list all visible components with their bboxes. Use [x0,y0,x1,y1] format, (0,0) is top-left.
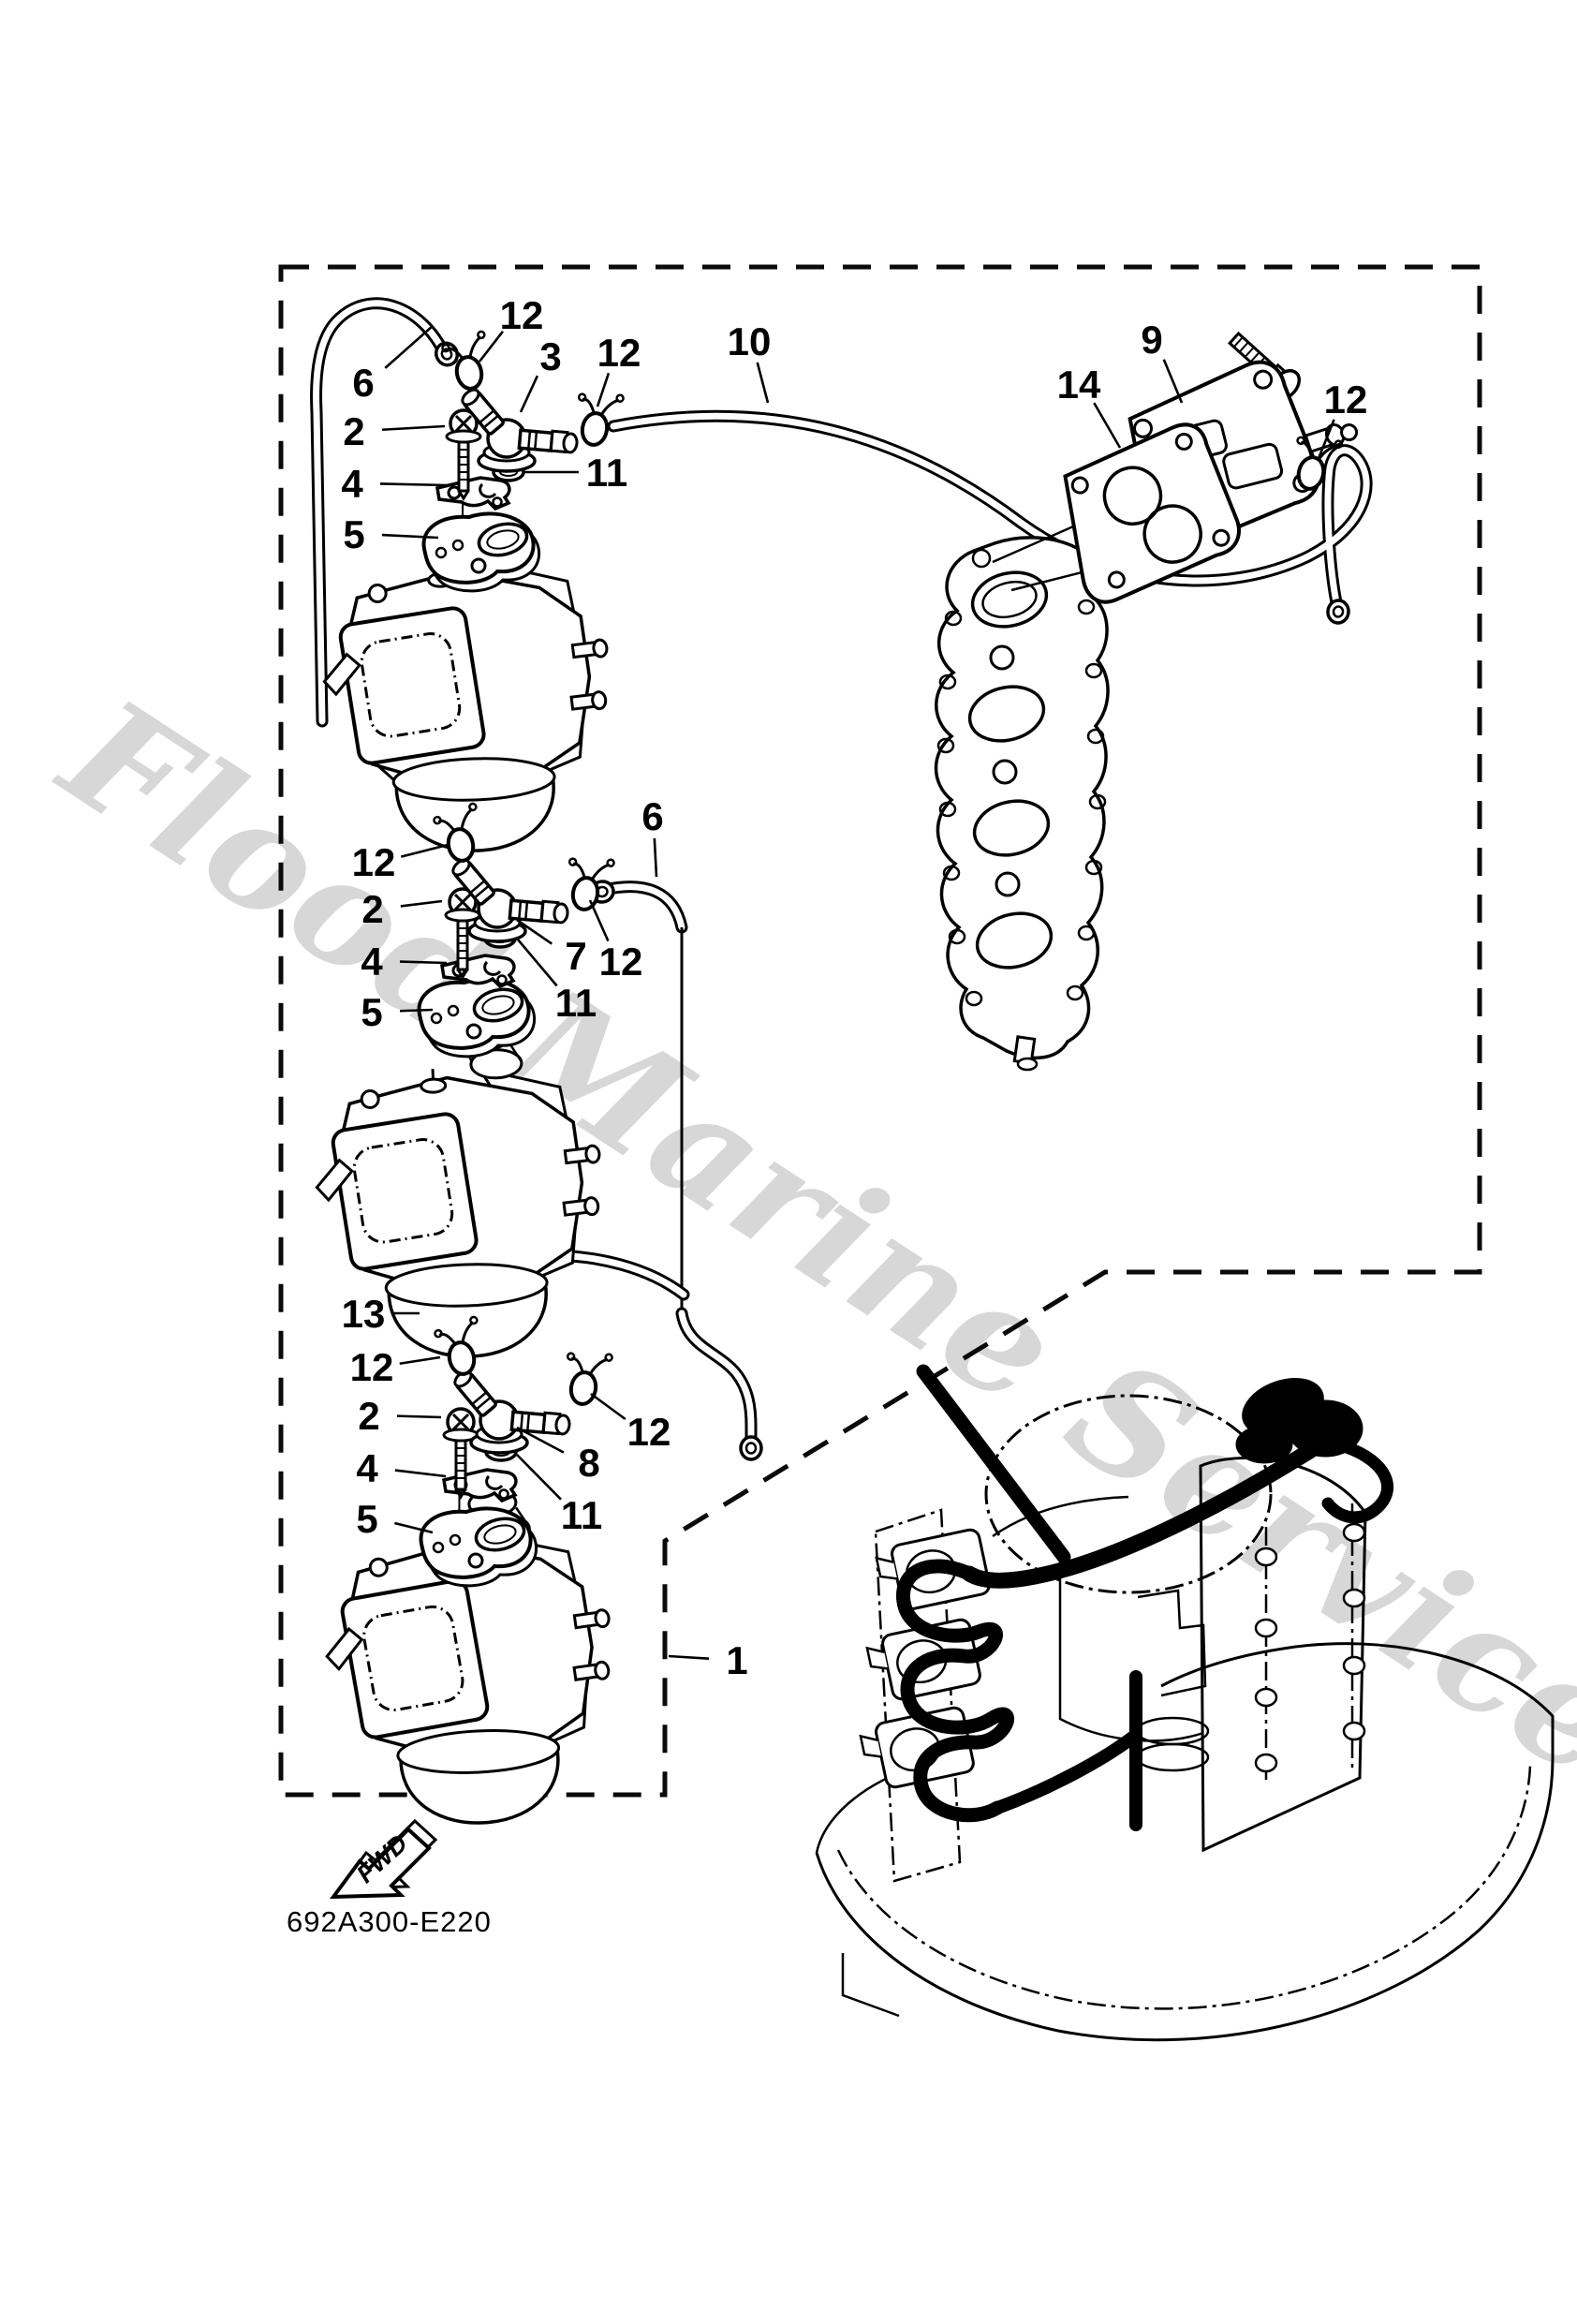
callout-leader-26 [516,1454,562,1501]
callout-leader-22 [396,1414,442,1419]
callout-ref-28: 1 [726,1638,747,1682]
callout-ref-24: 5 [356,1497,377,1541]
callout-leader-25 [516,1426,565,1454]
callout-ref-14: 4 [361,940,383,984]
callout-ref-6: 9 [1141,318,1162,362]
callout-leader-15 [399,1008,434,1013]
callout-leader-12 [400,843,449,858]
diagram-part-code: 692A300-E220 [287,1905,492,1938]
callout-ref-1: 12 [500,293,544,337]
callout-leader-21 [399,1355,441,1366]
callout-leader-7 [1316,419,1335,462]
callout-ref-26: 11 [561,1493,602,1537]
callout-ref-13: 2 [361,887,383,931]
callout-leader-4 [756,362,770,404]
callout-ref-19: 12 [599,940,643,984]
carburetor-3-assembly [318,1314,624,1830]
harness-connector-cluster [1235,1378,1363,1464]
fuel-hose-harness [896,1364,1393,1831]
callout-leader-17 [517,939,558,987]
intake-manifold-plate [934,536,1110,1072]
breather-hose-6-middle [587,878,763,1461]
carburetor-2-assembly [312,801,617,1361]
callout-ref-2: 3 [539,334,561,378]
fuel-hose-10 [607,409,1373,627]
callout-ref-5: 14 [1057,363,1101,407]
callout-leader-24 [394,1521,434,1534]
callout-leader-5 [1093,402,1122,449]
callout-leader-27 [590,1392,626,1421]
carburetor-1-assembly [319,329,626,855]
callout-ref-9: 4 [341,462,363,506]
callout-ref-20: 13 [342,1292,386,1336]
callout-ref-21: 12 [350,1345,394,1389]
callout-ref-16: 7 [565,934,586,978]
callout-leader-8 [381,424,446,432]
callout-ref-0: 6 [352,361,374,405]
callout-leader-13 [400,899,443,908]
callout-leader-18 [653,837,658,878]
callout-leader-11 [381,533,439,540]
callout-ref-23: 4 [356,1446,378,1490]
breather-cover-assembly [1063,331,1359,604]
callout-leader-3 [596,372,611,407]
callout-ref-15: 5 [361,990,382,1034]
callout-leader-1 [478,331,504,363]
callout-leader-9 [379,482,448,487]
callout-leader-16 [516,918,553,945]
fwd-arrow: FWD [329,1818,438,1900]
callout-ref-10: 11 [586,451,627,495]
callout-leader-28 [668,1654,710,1660]
callout-ref-11: 5 [343,512,364,556]
callout-ref-17: 11 [555,981,597,1025]
callout-ref-12: 12 [352,840,396,884]
callout-ref-18: 6 [641,794,663,838]
callout-ref-8: 2 [343,409,364,453]
callout-ref-7: 12 [1324,377,1368,422]
callout-leader-23 [394,1469,447,1478]
callout-ref-3: 12 [597,331,641,375]
callout-leader-14 [399,960,448,965]
callout-ref-25: 8 [578,1441,599,1485]
callout-leader-19 [588,899,610,942]
breather-gasket-14 [1063,422,1241,604]
callout-ref-4: 10 [728,319,772,363]
callout-ref-27: 12 [627,1410,671,1454]
callout-ref-22: 2 [358,1394,379,1438]
callout-leader-0 [384,325,434,369]
dashed-boundary [278,264,1482,1798]
engine-reference-view [815,1364,1555,2042]
callout-leader-6 [1162,359,1184,404]
callout-leader-2 [519,375,539,413]
